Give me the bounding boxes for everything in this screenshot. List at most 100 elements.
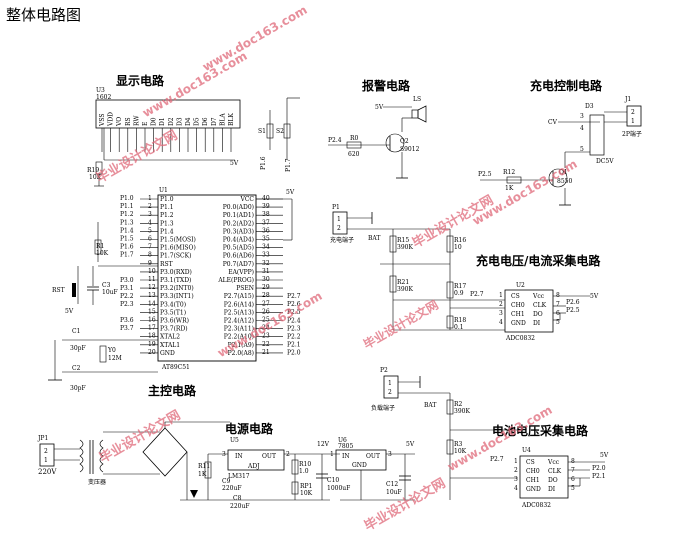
r16-val: 10 — [454, 244, 462, 251]
u6-pin-3: 3 — [388, 451, 392, 458]
c9-ref: C9 — [222, 478, 231, 485]
mcu-left-net-1: P1.0 — [120, 195, 134, 202]
mcu-pin-left-2: P1.1 — [160, 204, 174, 211]
buzzer-ref: LS — [413, 96, 421, 103]
relay-pin-5: 5 — [580, 146, 584, 153]
u2-pins-num: 5 — [556, 319, 560, 326]
u2-pins-pin-do: DO — [533, 311, 543, 318]
mcu-pin-right-32: P0.7(AD7) — [223, 261, 254, 268]
alarm-vcc: 5V — [375, 104, 384, 111]
mcu-pin-left-19: XTAL1 — [160, 342, 180, 349]
mcu-pin-left-8: P1.7(SCK) — [160, 253, 191, 260]
mcu-pin-num-right: 27 — [262, 300, 270, 307]
r2-val: 390K — [454, 408, 470, 415]
mcu-pin-right-27: P2.6(A14) — [224, 301, 254, 308]
mcu-pin-right-39: P0.0(AD0) — [223, 204, 254, 211]
mcu-pin-num-left: 19 — [148, 341, 156, 348]
r18-val: 0.1 — [454, 324, 464, 331]
transformer-label: 变压器 — [88, 478, 106, 486]
r15-val: 390K — [397, 244, 413, 251]
u4-pins-num: 3 — [514, 476, 518, 483]
r10-val: 1.0 — [299, 468, 309, 475]
relay-pin-3: 3 — [580, 113, 584, 120]
mcu-pin-num-right: 30 — [262, 276, 270, 283]
mcu-pin-num-left: 6 — [148, 236, 152, 243]
j1-pin-2: 2 — [631, 109, 635, 116]
c9-val: 220uF — [222, 485, 241, 492]
r3-val: 10K — [454, 448, 467, 455]
rst-5v-label: 5V — [65, 308, 74, 315]
r1-ref: R1 — [96, 243, 104, 250]
v5-label: 5V — [406, 441, 415, 448]
mcu-pin-right-40: VCC — [239, 196, 254, 203]
mcu-pin-left-17: P3.7(RD) — [160, 326, 188, 333]
mcu-pin-num-right: 22 — [262, 341, 270, 348]
mcu-pin-num-right: 24 — [262, 325, 270, 332]
mcu-pin-right-21: P2.0(A8) — [228, 350, 254, 357]
jp1-pin-1: 1 — [44, 457, 48, 464]
p1-pin-1: 1 — [337, 216, 341, 223]
mcu-lower-net-4: P2.3 — [120, 301, 134, 308]
u4-net-cs: P2.7 — [490, 456, 504, 463]
lcd-vcc-label: 5V — [230, 160, 239, 167]
lcd-pin-d7: D7 — [211, 117, 218, 126]
r16-ref: R16 — [454, 237, 466, 244]
mcu-pin-num-left: 8 — [148, 252, 152, 259]
r18-ref: R18 — [454, 317, 466, 324]
u4-pins-num: 2 — [514, 467, 518, 474]
mcu-pin-left-13: P3.3(INT1) — [160, 293, 194, 300]
u4-pins-num: 6 — [571, 476, 575, 483]
c2-ref: C2 — [72, 365, 81, 372]
jp1-ref: JP1 — [37, 435, 48, 442]
u2-vcc: 5V — [590, 293, 599, 300]
u5-adj: ADJ — [247, 463, 260, 470]
section-display-title: 显示电路 — [116, 74, 165, 88]
u5-part: LM317 — [228, 473, 250, 480]
mcu-pin-num-left: 3 — [148, 211, 152, 218]
r3-ref: R3 — [454, 441, 463, 448]
u4-pins-pin-vcc: Vcc — [547, 459, 560, 466]
u2-pins-pin-di: DI — [533, 320, 541, 327]
u2-pins-pin-ch0: CH0 — [511, 302, 525, 309]
mcu-pin-right-36: P0.3(AD3) — [223, 228, 254, 235]
mcu-right-net-5: P2.3 — [287, 325, 301, 332]
mcu-pin-num-right: 38 — [262, 211, 270, 218]
switch-net-p16: P1.6 — [260, 156, 267, 170]
u2-pins-pin-cs: CS — [511, 293, 520, 300]
u4-net-clk: P2.0 — [592, 465, 606, 472]
u2-net-clk: P2.6 — [566, 299, 580, 306]
mcu-pin-num-right: 25 — [262, 317, 270, 324]
mcu-pin-right-30: ALE(PROG) — [217, 277, 254, 284]
mcu-pin-left-7: P1.6(MISO) — [160, 245, 196, 252]
p1-label: 充电端子 — [330, 236, 354, 244]
relay-pin-4: 4 — [580, 125, 584, 132]
u2-pins-pin-clk: CLK — [533, 302, 547, 309]
u4-pins-pin-di: DI — [548, 486, 556, 493]
mcu-block: U1 P1.01P1.12P1.23P1.34P1.45P1.5(MOSI)6P… — [48, 187, 301, 392]
mcu-pin-num-right: 31 — [262, 268, 270, 275]
mcu-pin-right-28: P2.7(A15) — [224, 293, 254, 300]
j1-ref: J1 — [624, 96, 631, 103]
jp1-voltage: 220V — [38, 468, 57, 476]
u4-pins-pin-gnd: GND — [526, 486, 541, 493]
u5-out: OUT — [262, 453, 276, 460]
mcu-pin-left-11: P3.1(TXD) — [160, 277, 191, 284]
mcu-pin-num-left: 16 — [148, 317, 156, 324]
mcu-pin-left-9: RST — [160, 261, 173, 268]
mcu-pin-right-25: P2.4(A12) — [224, 318, 254, 325]
mcu-left-net-5: P1.4 — [120, 227, 134, 234]
lcd-pin-d1: D1 — [159, 117, 166, 126]
lcd-pin-d2: D2 — [168, 117, 175, 126]
mcu-pin-num-left: 18 — [148, 333, 156, 340]
charge-bat-label: BAT — [368, 235, 380, 242]
u2-pins-num: 6 — [556, 310, 560, 317]
switch-s2-label: S2 — [276, 128, 284, 135]
u6-in: IN — [342, 453, 350, 460]
alarm-net: P2.4 — [328, 137, 342, 144]
r12-ref: R12 — [503, 169, 515, 176]
u5-pin-3: 3 — [222, 451, 226, 458]
u5-pin-2: 2 — [286, 451, 290, 458]
